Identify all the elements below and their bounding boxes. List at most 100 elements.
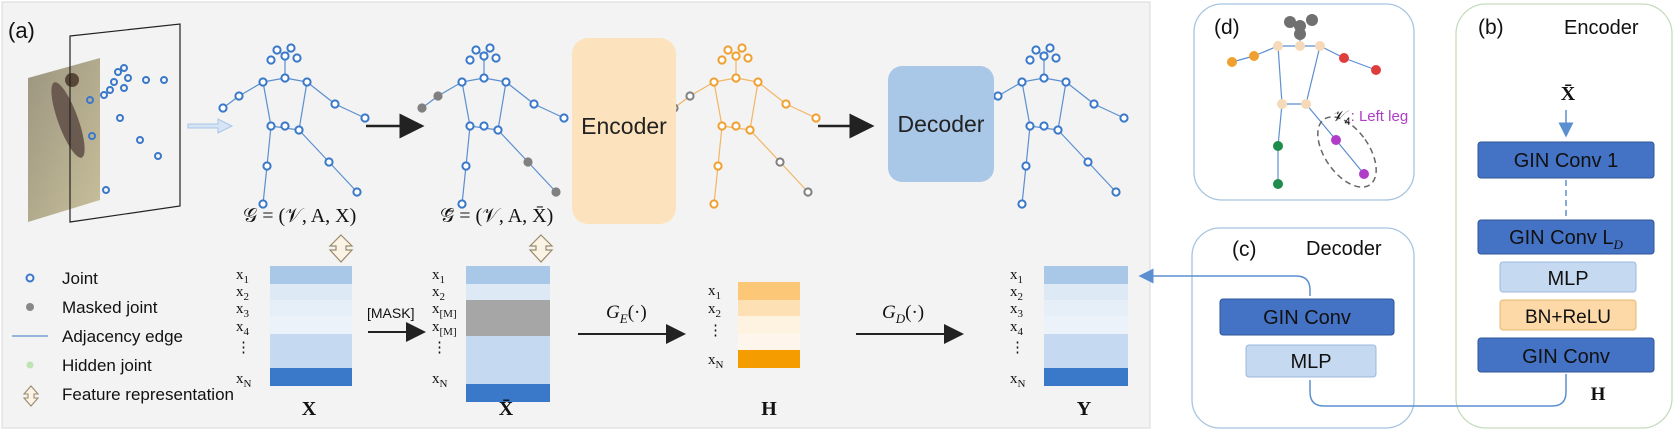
panel-b-gin-conv-1 [1477, 141, 1655, 179]
adjacency-edge [266, 125, 272, 167]
hidden-joint [781, 99, 791, 109]
joint [302, 77, 312, 87]
matrix-row [738, 316, 800, 334]
colored-joint [1273, 141, 1283, 151]
joint [461, 161, 471, 171]
joint [529, 99, 539, 109]
feature-link-arrow-1 [328, 234, 354, 263]
panel-b-title: Encoder [1564, 17, 1639, 39]
joint [1119, 113, 1129, 123]
joint [286, 43, 296, 53]
joint [1053, 125, 1063, 135]
matrix-row-label: x2 [1010, 284, 1023, 303]
joint [471, 45, 481, 55]
adjacency-edge [1021, 165, 1027, 205]
adjacency-edge [262, 81, 272, 127]
panel-b-label: (b) [1478, 16, 1504, 39]
left-leg-highlight [1317, 116, 1377, 188]
matrix-row-label: x4 [1010, 319, 1024, 338]
joint [1021, 161, 1031, 171]
hidden-joint [745, 125, 755, 135]
colored-joint [1371, 65, 1381, 75]
masked-skeleton [417, 43, 569, 209]
matrix-row [466, 284, 550, 300]
matrix-row-label: x[M] [432, 301, 457, 320]
matrix-row-label: xN [1010, 371, 1026, 390]
decoder-box [888, 66, 994, 182]
matrix-row [270, 334, 352, 368]
adjacency-edge [757, 81, 787, 105]
matrix-row-label: ⋮ [708, 323, 723, 339]
masked-joint [803, 187, 813, 197]
joint [1025, 121, 1035, 131]
hidden-joint [731, 51, 741, 61]
skeleton-group [218, 43, 1129, 209]
joint [1089, 99, 1099, 109]
panel-b-gin-conv-ld-label: GIN Conv LD [1509, 227, 1623, 252]
adjacency-edge [1343, 57, 1377, 71]
adjacency-edge [749, 81, 759, 131]
matrix-row [270, 316, 352, 334]
colored-joint [1315, 41, 1325, 51]
decoder-to-y-connector [1138, 268, 1311, 296]
matrix-label-xbar: X̄ [499, 398, 514, 420]
panel-b-input: X̄ [1561, 83, 1576, 105]
masked-joint-icon [26, 303, 34, 311]
matrix-row-label: x1 [1010, 267, 1023, 286]
encoder-box [572, 38, 676, 224]
joint [493, 125, 503, 135]
hidden-joint [717, 121, 727, 131]
adjacency-edge [1277, 103, 1283, 147]
legend: Joint Masked joint Adjacency edge Hidden… [12, 269, 234, 407]
colored-joint [1339, 53, 1349, 63]
adjacency-edge [461, 81, 471, 127]
joint [465, 121, 475, 131]
matrix-row [1044, 300, 1128, 316]
h-to-decoder-connector [1309, 374, 1567, 407]
input-arrow [187, 118, 234, 134]
joint [1039, 121, 1049, 131]
colored-joint [1249, 51, 1259, 61]
joint [266, 55, 276, 65]
matrix-row [738, 334, 800, 350]
matrix-row-label: x4 [236, 319, 250, 338]
colored-joint [1331, 135, 1341, 145]
matrix-row [1044, 316, 1128, 334]
panel-d-label: (d) [1214, 16, 1240, 39]
joint [330, 99, 340, 109]
joint [324, 157, 334, 167]
input-video-frame [28, 23, 181, 223]
adjacency-edge [1057, 129, 1089, 163]
joint [559, 113, 569, 123]
joint [1051, 53, 1061, 63]
joint [218, 103, 228, 113]
matrix-row-label: xN [236, 371, 252, 390]
joint [993, 91, 1003, 101]
panel-b-bn-relu [1499, 299, 1637, 331]
joint [1025, 55, 1035, 65]
adjacency-edge [262, 165, 268, 205]
matrix-row-label: x1 [236, 267, 249, 286]
adjacency-edge [298, 81, 308, 131]
panel-c-gin-conv [1219, 298, 1395, 336]
projected-joints [86, 64, 168, 194]
colored-joint [1227, 57, 1237, 67]
matrix-row [1044, 368, 1128, 386]
hidden-joint [709, 77, 719, 87]
adjacency-edge [334, 103, 366, 119]
encoder-box-label: Encoder [581, 113, 667, 139]
matrix-row [270, 300, 352, 316]
joint [479, 51, 489, 61]
adjacency-edge [1305, 45, 1321, 105]
adjacency-edge [437, 81, 463, 97]
joint [1039, 73, 1049, 83]
joint [272, 45, 282, 55]
joint [294, 125, 304, 135]
adjacency-edge [1093, 103, 1125, 119]
graph-equation: 𝒢 = (𝒱, A, X) [243, 205, 356, 227]
hidden-joint [753, 77, 763, 87]
adjacency-edge [749, 129, 781, 163]
matrix-row-label: x3 [1010, 301, 1024, 320]
